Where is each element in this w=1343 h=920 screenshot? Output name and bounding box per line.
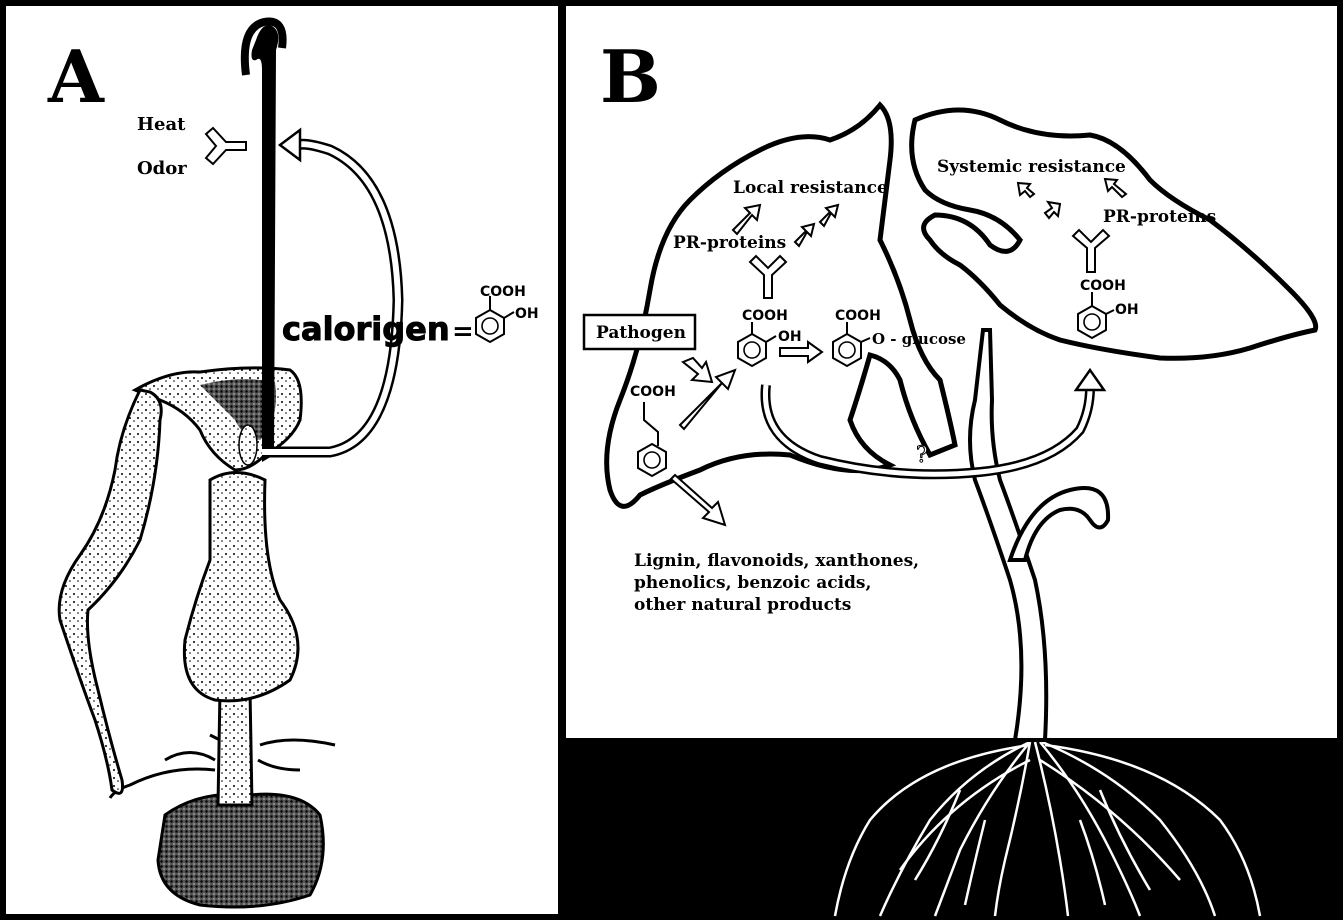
products-line-2: phenolics, benzoic acids, bbox=[634, 573, 871, 593]
pathogen-label: Pathogen bbox=[596, 323, 686, 343]
oh-a: OH bbox=[515, 306, 539, 322]
cooh-left: COOH bbox=[742, 308, 788, 324]
oh-left: OH bbox=[778, 329, 802, 345]
cooh-right: COOH bbox=[1080, 278, 1126, 294]
products-line-1: Lignin, flavonoids, xanthones, bbox=[634, 551, 919, 571]
equals-sign: = bbox=[452, 317, 474, 347]
spadix-base bbox=[239, 425, 257, 465]
cooh-glucoside: COOH bbox=[835, 308, 881, 324]
panel-b-letter: B bbox=[600, 34, 661, 119]
cooh-a: COOH bbox=[480, 284, 526, 300]
soil-clump bbox=[158, 794, 323, 907]
products-line-3: other natural products bbox=[634, 595, 851, 615]
local-resistance-label: Local resistance bbox=[733, 178, 888, 198]
heat-label: Heat bbox=[137, 114, 186, 135]
question-mark: ? bbox=[916, 443, 928, 468]
systemic-resistance-label: Systemic resistance bbox=[937, 157, 1126, 177]
pr-proteins-right: PR-proteins bbox=[1103, 207, 1216, 227]
calorigen-label: calorigen bbox=[282, 310, 450, 348]
o-glucose-label: O - glucose bbox=[872, 330, 966, 348]
pr-proteins-left: PR-proteins bbox=[673, 233, 786, 253]
odor-label: Odor bbox=[137, 158, 187, 179]
stem bbox=[218, 690, 252, 805]
cooh-cinnamic: COOH bbox=[630, 384, 676, 400]
panel-a-letter: A bbox=[47, 34, 105, 119]
oh-right: OH bbox=[1115, 302, 1139, 318]
